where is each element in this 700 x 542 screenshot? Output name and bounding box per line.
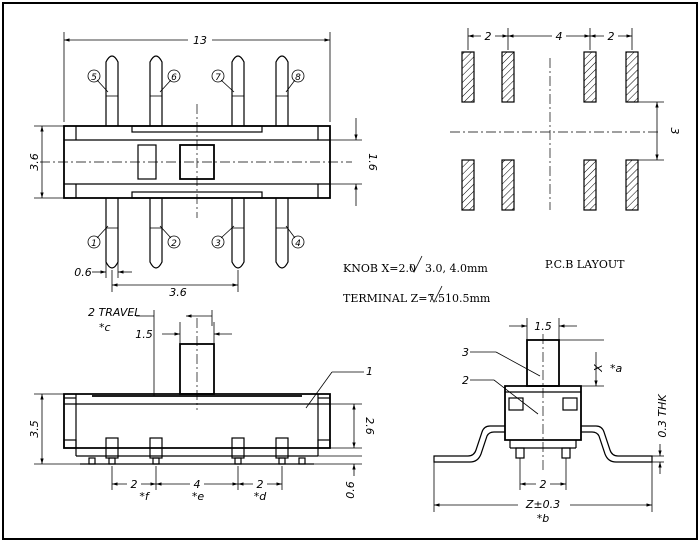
side-pitch-mid: 4 (194, 478, 201, 491)
top-pins (105, 55, 289, 126)
svg-text:4: 4 (295, 239, 301, 249)
end-knob-height: X (592, 364, 605, 373)
svg-text:6: 6 (171, 73, 177, 83)
svg-text:7: 7 (215, 73, 221, 83)
pcb-layout-title: P.C.B LAYOUT (545, 258, 625, 271)
end-span-note: *b (537, 512, 550, 525)
side-body-2-6: 2.6 (363, 417, 376, 435)
pcb-dim-left: 2 (485, 30, 492, 43)
travel-label: 2 TRAVEL (88, 306, 140, 319)
side-pitch-right: 2 (257, 478, 264, 491)
end-thickness: 0.3 THK (656, 394, 669, 438)
side-view: 2 TRAVEL *c 1.5 (28, 306, 376, 503)
side-pitch-left: 2 (131, 478, 138, 491)
terminal-options: 10.5mm (445, 292, 491, 305)
svg-text:3: 3 (215, 239, 221, 249)
side-height-3-5: 3.5 (28, 420, 41, 438)
pcb-dim-mid: 4 (556, 30, 563, 43)
side-knob-width: 1.5 (135, 328, 153, 341)
pcb-dim-right: 2 (608, 30, 615, 43)
dim-width-13: 13 (193, 34, 207, 47)
dim-gap-1-6: 1.6 (366, 153, 379, 171)
side-pins (80, 437, 314, 465)
side-pin-0-6: 0.6 (344, 481, 357, 499)
switch-body-side (63, 393, 331, 449)
svg-text:2: 2 (171, 239, 177, 249)
switch-body-end (504, 385, 582, 441)
knob-options: 3.0, 4.0mm (425, 262, 488, 275)
knob-note: KNOB X=2.0 (343, 262, 416, 275)
pin-callouts-top: 5 6 7 8 (87, 69, 305, 93)
end-knob-height-note: *a (610, 362, 623, 375)
pcb-layout: 2 4 2 3 P.C.B LAYOUT (450, 28, 681, 271)
svg-text:8: 8 (295, 73, 301, 83)
lead-left (433, 425, 505, 463)
callout-3: 3 (462, 346, 469, 359)
svg-text:1: 1 (91, 239, 97, 249)
callout-2: 2 (462, 374, 469, 387)
lead-right (581, 425, 653, 463)
end-pitch: 2 (540, 478, 547, 491)
note-e: *e (192, 490, 205, 503)
pcb-dim-row: 3 (668, 128, 681, 135)
notes: KNOB X=2.0 3.0, 4.0mm TERMINAL Z=7.5 10.… (343, 255, 491, 305)
end-knob-width: 1.5 (534, 320, 552, 333)
terminal-note: TERMINAL Z=7.5 (343, 292, 445, 305)
end-span: Z±0.3 (525, 498, 560, 511)
end-view: 1.5 3 2 X *a 0.3 THK (433, 318, 669, 525)
top-view: 13 (28, 32, 379, 299)
part-callout-1: 1 (366, 365, 373, 378)
dim-pin-0-6: 0.6 (74, 266, 92, 279)
svg-text:5: 5 (91, 73, 97, 83)
dim-pitch-3-6: 3.6 (169, 286, 187, 299)
travel-note: *c (99, 321, 111, 334)
note-f: *f (139, 490, 151, 503)
note-d: *d (254, 490, 268, 503)
pin-callouts-bottom: 1 2 3 4 (87, 225, 305, 249)
dim-height-3-6: 3.6 (28, 153, 41, 171)
